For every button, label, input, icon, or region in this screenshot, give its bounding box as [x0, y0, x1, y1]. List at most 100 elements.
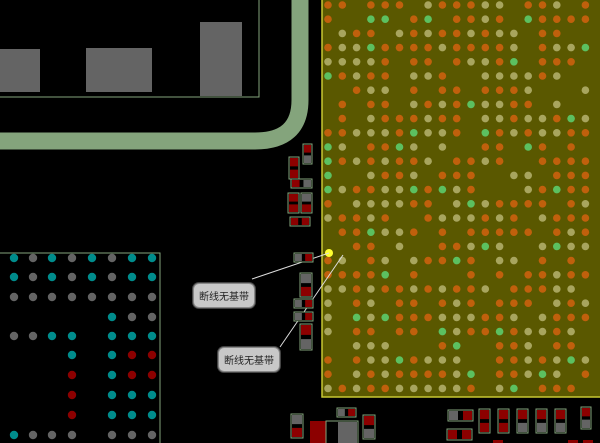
bga-ball: [510, 342, 518, 350]
bga-ball: [467, 185, 475, 194]
bga-ball: [367, 114, 375, 123]
smd-pad: [301, 218, 309, 225]
bga-ball: [352, 313, 361, 322]
smd-pad: [537, 422, 546, 432]
bga-ball: [524, 356, 532, 364]
bga-ball: [438, 29, 447, 38]
bga-ball: [338, 285, 347, 293]
smd-pad: [348, 409, 355, 416]
bga-ball: [567, 299, 575, 308]
annotation-label-2[interactable]: 断线无基带: [218, 347, 280, 372]
bga-ball: [481, 72, 490, 80]
bga-ball: [452, 114, 461, 123]
bga-ball: [381, 171, 390, 180]
bga-ball: [524, 342, 532, 350]
smd-pad: [480, 422, 489, 432]
bga-ball: [47, 253, 57, 263]
bga-ball: [553, 327, 561, 336]
bga-ball: [352, 43, 361, 52]
smd-pad: [499, 422, 508, 432]
smd-pad: [292, 415, 302, 425]
bga-ball: [553, 285, 561, 293]
bga-ball: [524, 271, 532, 279]
bga-ball: [495, 242, 504, 251]
bga-ball: [467, 313, 475, 322]
bga-ball: [367, 43, 375, 52]
bga-ball: [424, 356, 432, 364]
bga-ball: [538, 72, 547, 80]
bga-ball: [107, 312, 117, 322]
bga-ball: [510, 285, 518, 293]
bga-ball: [495, 15, 504, 23]
bga-ball: [452, 185, 461, 194]
bga-ball: [524, 129, 532, 137]
bga-ball: [381, 384, 390, 393]
bga-ball: [410, 143, 418, 151]
bga-ball: [367, 86, 375, 94]
bga-ball: [107, 430, 117, 440]
bga-ball: [28, 292, 38, 302]
bga-ball: [467, 157, 475, 165]
bga-ball: [410, 100, 418, 109]
bga-outline: [0, 252, 161, 443]
bga-ball: [553, 58, 561, 66]
bga-ball: [338, 271, 347, 279]
bga-ball: [9, 331, 19, 341]
bga-ball: [553, 356, 561, 364]
smd-pad: [305, 300, 312, 307]
bga-ball: [47, 292, 57, 302]
smd-pad: [200, 22, 242, 96]
bga-ball: [410, 114, 418, 123]
smd-component: [497, 408, 510, 434]
bga-ball: [338, 228, 347, 236]
bga-ball: [324, 58, 332, 66]
smd-component: [447, 409, 474, 422]
smd-component: [446, 428, 473, 441]
smd-component: [554, 408, 567, 434]
bga-ball: [553, 43, 561, 52]
bga-ball: [452, 342, 461, 350]
bga-ball: [481, 58, 490, 66]
bga-ball: [567, 157, 575, 165]
bga-ball: [452, 129, 461, 137]
bga-ball: [338, 129, 347, 137]
bga-ball: [381, 228, 390, 236]
bga-ball: [524, 114, 532, 123]
bga-ball: [524, 143, 532, 151]
bga-ball: [410, 200, 418, 208]
bga-ball: [581, 129, 590, 137]
bga-ball: [510, 256, 518, 265]
bga-ball: [538, 129, 547, 137]
bga-ball: [495, 313, 504, 322]
bga-ball: [495, 43, 504, 52]
bga-ball: [147, 292, 157, 302]
annotation-label-1[interactable]: 断线无基带: [193, 283, 255, 308]
bga-ball: [324, 43, 332, 52]
bga-ball: [381, 342, 390, 350]
bga-ball: [324, 200, 332, 208]
bga-ball: [352, 228, 361, 236]
bga-ball: [581, 86, 590, 94]
bga-ball: [367, 271, 375, 279]
bga-ball: [538, 271, 547, 279]
bga-ball: [424, 185, 432, 194]
bga-ball: [381, 15, 390, 23]
bga-ball: [538, 214, 547, 222]
bga-ball: [395, 129, 404, 137]
bga-ball: [324, 313, 332, 322]
bga-ball: [553, 242, 561, 251]
bga-ball: [381, 185, 390, 194]
bga-ball: [147, 312, 157, 322]
bga-ball: [424, 100, 432, 109]
smd-pad: [493, 440, 503, 443]
bga-ball: [538, 29, 547, 38]
bga-ball: [510, 171, 518, 180]
bga-ball: [467, 29, 475, 38]
bga-ball: [424, 384, 432, 393]
bga-ball: [367, 29, 375, 38]
bga-ball: [367, 200, 375, 208]
bga-ball: [424, 129, 432, 137]
bga-ball: [467, 200, 475, 208]
